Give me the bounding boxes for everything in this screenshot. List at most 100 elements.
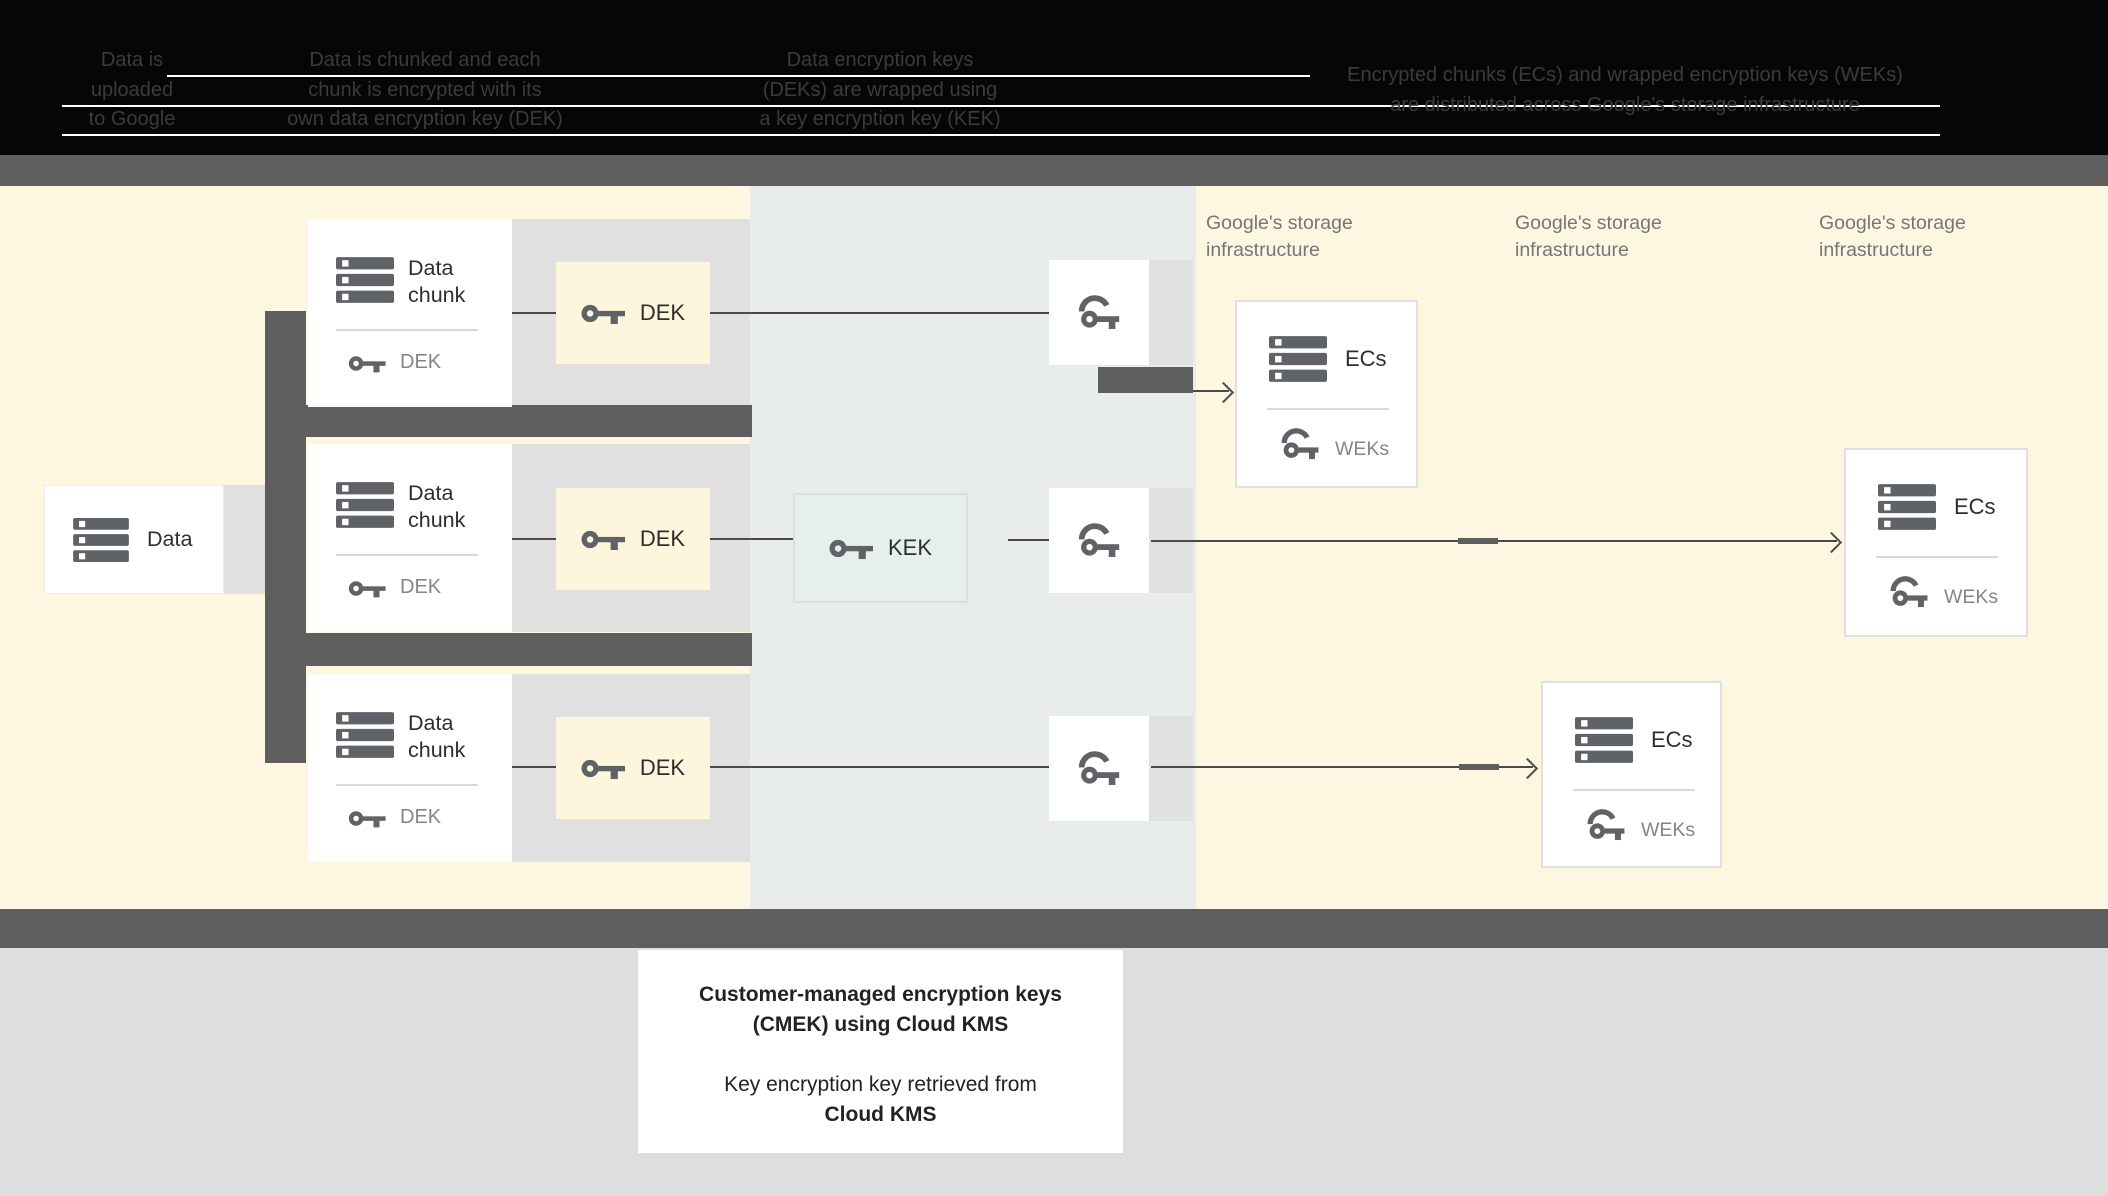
caption-line: (DEKs) are wrapped using	[762, 78, 998, 101]
key-icon	[581, 759, 625, 779]
label-line: chunk	[408, 508, 466, 532]
step-3-caption: Data encryption keys (DEKs) are wrapped …	[720, 46, 1040, 135]
label-line: infrastructure	[1515, 239, 1629, 261]
chunk-trunk	[265, 311, 306, 763]
wrapped-key-icon	[1281, 428, 1319, 460]
wrapped-key-icon	[1078, 295, 1120, 330]
wrapped-key-icon	[1078, 523, 1120, 558]
note-line: Cloud KMS	[824, 1103, 937, 1126]
wrapped-key-icon	[1078, 751, 1120, 786]
label-line: Data	[408, 256, 454, 280]
connector-line	[512, 312, 556, 314]
storage-infrastructure-label: Google's storage infrastructure	[1206, 210, 1353, 264]
ecs-label: ECs	[1954, 494, 1996, 519]
connector-line	[1008, 539, 1049, 541]
data-chunk-label: Data chunk	[408, 710, 465, 764]
connector-line	[710, 538, 793, 540]
key-icon	[348, 811, 386, 828]
connector-line	[512, 766, 556, 768]
step-4-caption: Encrypted chunks (ECs) and wrapped encry…	[1285, 61, 1965, 120]
wrapping-key-box	[1049, 716, 1149, 821]
connector-line	[710, 766, 1049, 768]
key-icon	[348, 581, 386, 598]
distribution-bar	[1098, 367, 1193, 393]
box-divider	[1267, 408, 1389, 410]
key-icon	[581, 304, 625, 324]
weks-sublabel: WEKs	[1641, 819, 1696, 841]
cmek-note-box: Customer-managed encryption keys (CMEK) …	[638, 950, 1123, 1153]
data-chunk-box: Data chunk DEK	[308, 219, 512, 407]
arrow-thick-segment	[1459, 764, 1499, 770]
weks-sublabel: WEKs	[1944, 586, 1999, 608]
caption-line: Data is	[100, 49, 164, 71]
step-2-caption: Data is chunked and each chunk is encryp…	[255, 46, 595, 135]
note-line: Key encryption key retrieved from	[724, 1073, 1037, 1096]
caption-line: Data is chunked and each	[309, 49, 541, 71]
top-divider-band	[0, 155, 2108, 186]
data-box: Data	[44, 485, 224, 594]
data-chunk-box: Data chunk DEK	[308, 444, 512, 632]
label-line: chunk	[408, 283, 466, 307]
encrypted-chunk-box: ECs WEKs	[1541, 681, 1722, 868]
dek-box: DEK	[556, 488, 710, 590]
data-label: Data	[147, 527, 193, 551]
dek-label: DEK	[639, 526, 686, 551]
chunk-split-bar	[265, 633, 752, 666]
chunk-split-bar	[265, 405, 752, 437]
note-line: (CMEK) using Cloud KMS	[752, 1013, 1009, 1036]
ecs-label: ECs	[1345, 346, 1387, 371]
ecs-label: ECs	[1651, 727, 1693, 752]
label-line: Google's storage	[1819, 212, 1966, 234]
wrapped-key-icon	[1587, 809, 1625, 841]
caption-line: uploaded	[90, 78, 174, 101]
data-chunk-box: Data chunk DEK	[308, 674, 512, 862]
caption-line: Encrypted chunks (ECs) and wrapped encry…	[1347, 64, 1903, 86]
storage-stack-icon	[336, 482, 394, 528]
storage-stack-icon	[336, 257, 394, 303]
key-box-backing	[1149, 260, 1193, 365]
storage-stack-icon	[73, 518, 129, 562]
caption-line: Data encryption keys	[786, 49, 974, 71]
white-rule	[167, 75, 1310, 77]
label-line: Google's storage	[1206, 212, 1353, 234]
dek-label: DEK	[639, 300, 686, 325]
wrapping-key-box	[1049, 488, 1149, 593]
label-line: Data	[408, 711, 454, 735]
caption-line: a key encryption key (KEK)	[759, 108, 1001, 130]
key-icon	[829, 539, 873, 559]
storage-stack-icon	[1575, 717, 1633, 763]
note-line: Customer-managed encryption keys	[699, 983, 1062, 1006]
wrapped-key-icon	[1890, 576, 1928, 608]
step-1-caption: Data is uploaded to Google	[32, 46, 232, 135]
kek-box: KEK	[793, 493, 968, 603]
storage-stack-icon	[336, 712, 394, 758]
caption-line: own data encryption key (DEK)	[287, 108, 563, 130]
caption-line: to Google	[88, 108, 176, 130]
data-chunk-label: Data chunk	[408, 255, 465, 309]
box-divider	[1573, 789, 1695, 791]
dek-sublabel: DEK	[400, 806, 442, 828]
kek-label: KEK	[887, 535, 933, 560]
connector-line	[512, 538, 556, 540]
key-icon	[581, 530, 625, 550]
box-divider	[1876, 556, 1998, 558]
encrypted-chunk-box: ECs WEKs	[1844, 448, 2028, 637]
encrypted-chunk-box: ECs WEKs	[1235, 300, 1418, 488]
data-chunk-label: Data chunk	[408, 480, 465, 534]
box-divider	[336, 554, 478, 556]
data-box-backing	[224, 485, 265, 594]
box-divider	[336, 329, 478, 331]
dek-label: DEK	[639, 755, 686, 780]
white-rule	[62, 134, 1940, 136]
dek-sublabel: DEK	[400, 576, 442, 598]
storage-infrastructure-label: Google's storage infrastructure	[1515, 210, 1662, 264]
caption-line: chunk is encrypted with its	[308, 78, 542, 101]
storage-stack-icon	[1269, 336, 1327, 382]
box-divider	[336, 784, 478, 786]
dek-box: DEK	[556, 262, 710, 364]
weks-sublabel: WEKs	[1335, 438, 1390, 460]
caption-line: are distributed across Google's storage …	[1390, 93, 1860, 116]
label-line: infrastructure	[1206, 239, 1320, 261]
top-info-bar: Data is uploaded to Google Data is chunk…	[0, 0, 2108, 155]
